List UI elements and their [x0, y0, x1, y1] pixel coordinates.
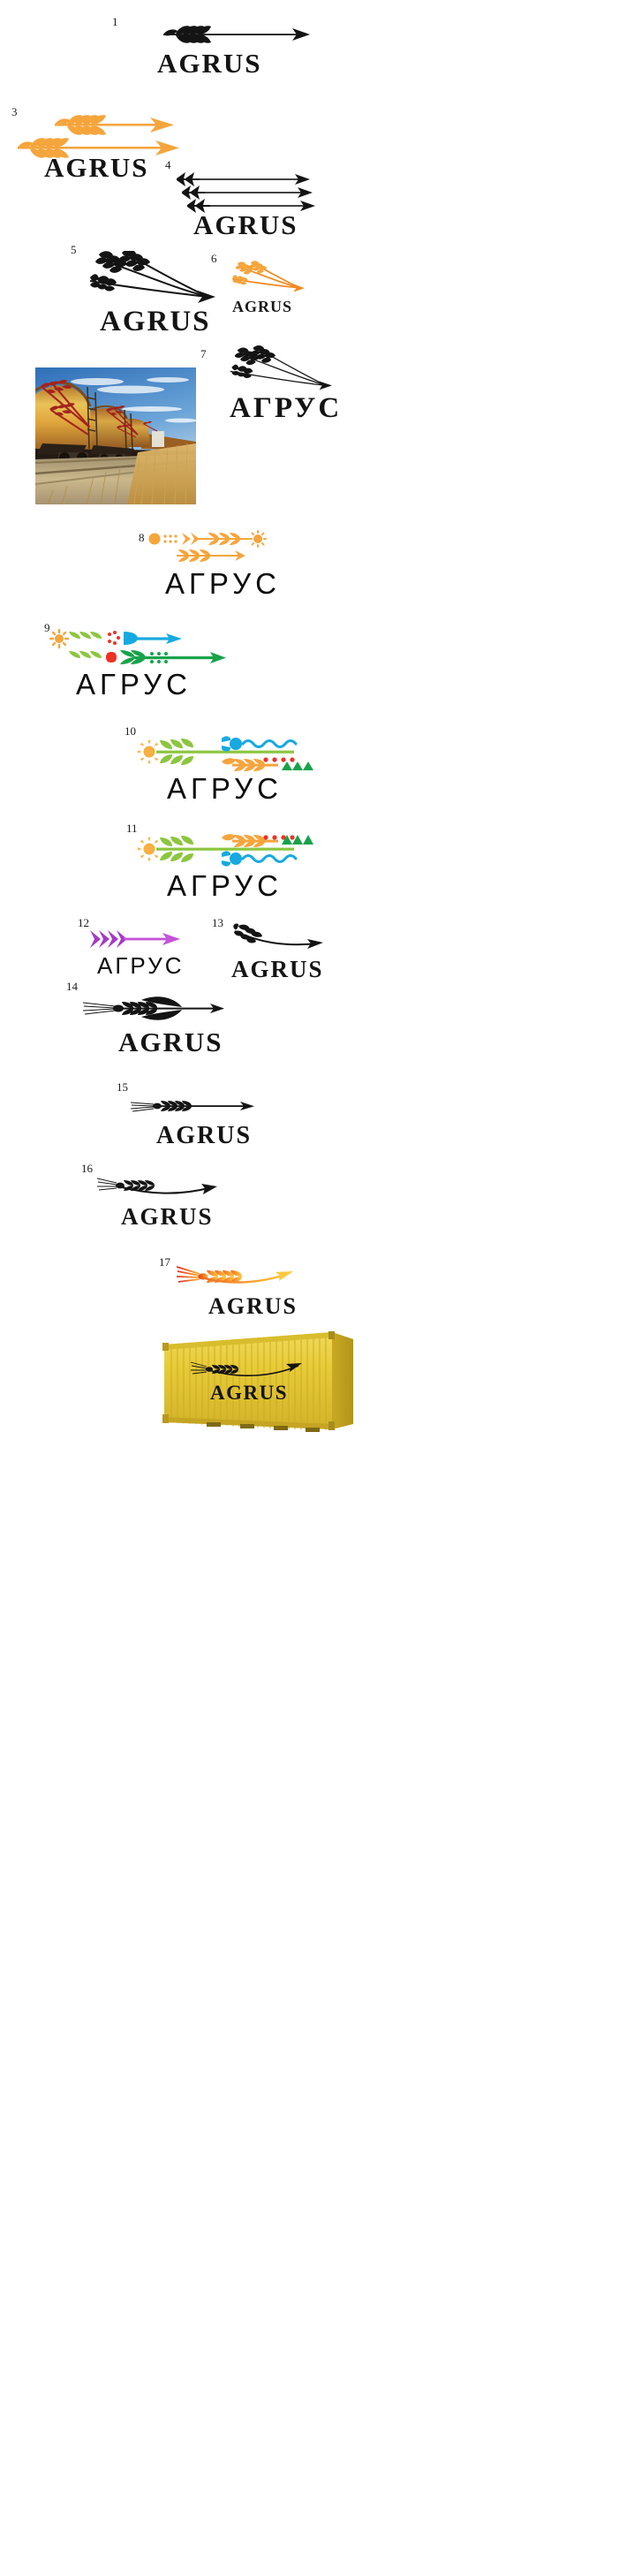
concept-13: 13 AGRUS — [0, 908, 619, 988]
agro-elements-stack-icon — [138, 834, 313, 867]
wordmark: AGRUS — [118, 1027, 223, 1057]
wordmark: АГРУС — [97, 952, 185, 979]
grain-train-photo — [35, 367, 196, 504]
wordmark: АГРУС — [76, 668, 192, 701]
wordmark: AGRUS — [156, 1122, 253, 1149]
multicolour-crop-arrow-icon — [49, 629, 226, 664]
wordmark: AGRUS — [100, 306, 211, 337]
concept-9: 9 — [0, 618, 619, 707]
container-wordmark: AGRUS — [210, 1382, 288, 1404]
gradient-wheat-arrow-icon — [177, 1266, 293, 1284]
speed-wheat-arrow-icon — [83, 996, 224, 1020]
wordmark: AGRUS — [193, 209, 298, 240]
shipping-container-illustration: AGRUS — [162, 1331, 353, 1432]
concept-15: 15 AGRUS — [0, 1078, 619, 1166]
wordmark: AGRUS — [121, 1203, 214, 1230]
concept-17: 17 — [0, 1251, 619, 1339]
wordmark: АГРУС — [167, 772, 283, 805]
wordmark: АГРУС — [167, 869, 283, 902]
concept-number: 7 — [200, 347, 207, 360]
concept-number: 3 — [11, 105, 18, 118]
concept-6: 6 — [0, 249, 619, 320]
shipping-container-photo: AGRUS — [131, 1325, 359, 1442]
concept-8: 8 — [0, 528, 619, 608]
concept-number: 11 — [126, 822, 138, 835]
grain-train-illustration — [35, 367, 196, 504]
concept-number: 13 — [212, 916, 223, 929]
concept-14: 14 — [0, 977, 619, 1074]
wheat-spray-icon — [89, 251, 215, 303]
wordmark: АГРУС — [165, 567, 281, 600]
concept-number: 17 — [159, 1255, 170, 1269]
concept-number: 9 — [44, 621, 50, 634]
concept-7: 7 — [0, 343, 619, 440]
concept-5: 5 — [0, 237, 619, 343]
concept-number: 10 — [125, 724, 136, 738]
wordmark: AGRUS — [208, 1293, 298, 1319]
agro-elements-stack-icon — [138, 736, 313, 771]
concept-1: 1 AGRUS — [0, 0, 619, 88]
wheat-spray-icon — [230, 345, 332, 390]
double-wheat-arrow-icon — [18, 115, 179, 158]
concept-12: 12 АГРУС — [0, 915, 619, 995]
concept-number: 16 — [81, 1162, 93, 1175]
concept-11: 11 — [0, 820, 619, 908]
concept-number: 5 — [71, 243, 77, 256]
concept-number: 14 — [66, 980, 78, 993]
curved-wheat-arrow-icon — [233, 923, 323, 949]
wordmark: AGRUS — [231, 956, 324, 982]
wordmark: AGRUS — [44, 152, 149, 183]
concept-number: 15 — [117, 1080, 128, 1094]
wordmark: AGRUS — [157, 48, 262, 79]
concept-3: 3 — [0, 99, 619, 183]
concept-number: 1 — [112, 15, 118, 28]
chevron-arrow-icon — [90, 930, 180, 948]
speed-wheat-curve-icon — [97, 1178, 217, 1194]
wheat-spray-icon — [232, 261, 305, 292]
concept-10: 10 — [0, 723, 619, 811]
speed-wheat-arrow-icon — [131, 1101, 254, 1112]
triple-arrow-icon — [177, 172, 315, 213]
crop-arrow-row-icon — [148, 530, 267, 562]
concept-number: 12 — [78, 916, 89, 929]
concept-number: 8 — [139, 531, 145, 544]
concept-number: 4 — [165, 158, 171, 171]
concept-16: 16 AGRUS — [0, 1159, 619, 1247]
wordmark: АГРУС — [230, 392, 343, 424]
wheat-arrow-icon — [163, 26, 310, 43]
concept-4: 4 — [0, 155, 619, 243]
concept-number: 6 — [211, 252, 217, 265]
wordmark: AGRUS — [232, 298, 293, 315]
